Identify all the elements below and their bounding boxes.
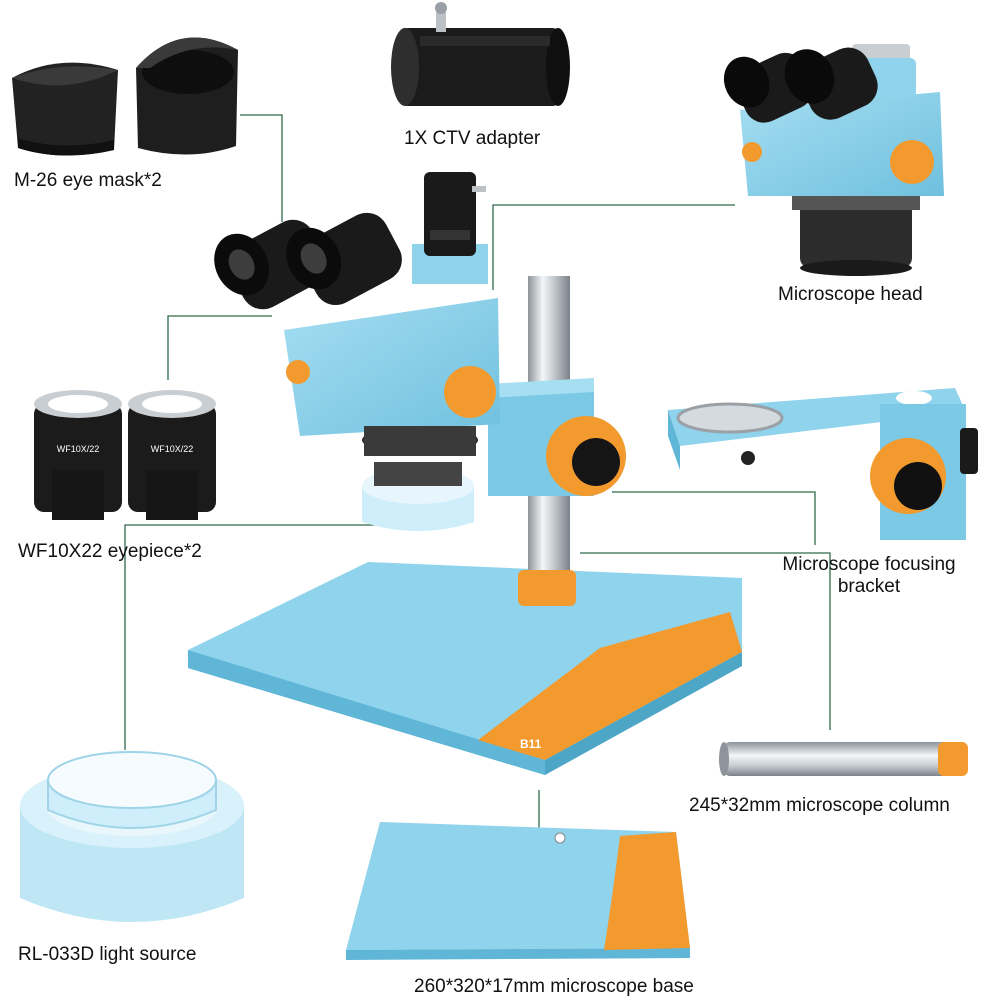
- leader-eye-mask: [240, 114, 283, 222]
- eyepiece-right: WF10X/22: [128, 390, 216, 520]
- label-focusing-bracket-line1: Microscope focusing: [782, 554, 956, 575]
- label-microscope-head: Microscope head: [778, 284, 923, 305]
- leader-light-source: [124, 524, 400, 750]
- main-base-brand: B11: [520, 737, 542, 751]
- eyepiece-left: WF10X/22: [34, 390, 122, 520]
- eyepiece-right-marking: WF10X/22: [151, 444, 194, 454]
- eye-mask-right: [136, 37, 238, 155]
- label-eyepiece: WF10X22 eyepiece*2: [18, 541, 202, 562]
- focusing-bracket: [668, 388, 978, 540]
- eye-mask-left: [12, 62, 118, 156]
- label-microscope-base: 260*320*17mm microscope base: [414, 976, 694, 997]
- base-plate: [346, 822, 690, 960]
- leader-eyepiece: [167, 315, 272, 380]
- label-ctv-adapter: 1X CTV adapter: [404, 128, 541, 149]
- leader-head: [492, 204, 735, 290]
- label-eye-mask: M-26 eye mask*2: [14, 170, 162, 191]
- ctv-adapter: [391, 2, 570, 106]
- leader-lines: [124, 114, 831, 830]
- label-microscope-column: 245*32mm microscope column: [689, 795, 950, 816]
- assembled-microscope: B11: [188, 172, 742, 775]
- label-focusing-bracket-line2: bracket: [837, 576, 901, 597]
- label-light-source: RL-033D light source: [18, 944, 197, 965]
- microscope-column: [719, 742, 968, 776]
- label-focusing-bracket: Microscope focusing bracket: [760, 554, 978, 598]
- leader-bracket: [612, 491, 816, 545]
- eyepiece-left-marking: WF10X/22: [57, 444, 100, 454]
- microscope-head: [723, 44, 944, 276]
- leader-column: [580, 552, 831, 730]
- light-source: [20, 751, 244, 922]
